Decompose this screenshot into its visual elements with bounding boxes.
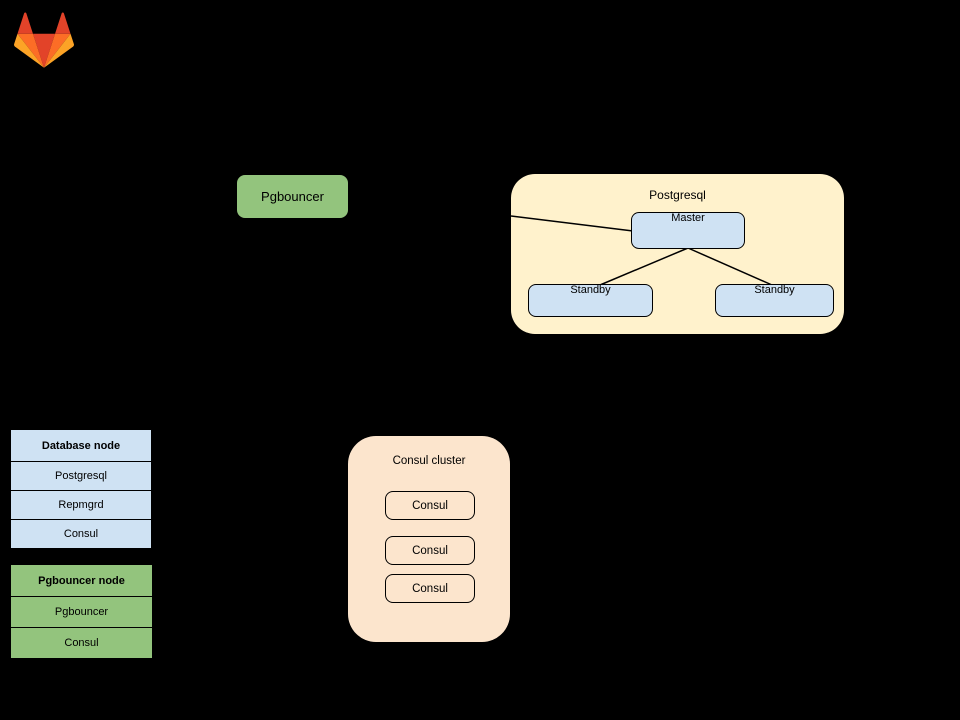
consul-node-1-label: Consul [412,499,448,512]
postgresql-cluster-title: Postgresql [649,188,706,202]
legend-pgbouncer-node-row: Pgbouncer [10,596,153,628]
pgbouncer-node: Pgbouncer [237,175,348,218]
standby-node-left: Standby [528,284,653,317]
legend-database-node-row: Consul [10,519,152,549]
legend-pgbouncer-node-row: Consul [10,627,153,659]
standby-node-right: Standby [715,284,834,317]
legend-database-node: Database node Postgresql Repmgrd Consul [10,429,152,549]
consul-node-3: Consul [385,574,475,603]
consul-node-3-label: Consul [412,582,448,595]
connector-pgbouncer-master [511,215,634,232]
connector-master-standby-right [687,247,773,286]
master-node: Master [631,212,745,249]
legend-database-node-header: Database node [10,429,152,462]
master-node-label: Master [671,212,705,224]
consul-node-2: Consul [385,536,475,565]
replication-connectors [511,215,773,286]
consul-node-1: Consul [385,491,475,520]
consul-cluster-title: Consul cluster [392,455,466,467]
standby-right-label: Standby [754,284,795,296]
pgbouncer-node-label: Pgbouncer [261,189,324,204]
legend-database-node-row: Postgresql [10,461,152,491]
gitlab-logo-icon [14,12,74,68]
legend-pgbouncer-node: Pgbouncer node Pgbouncer Consul [10,564,153,659]
standby-left-label: Standby [570,284,611,296]
consul-node-2-label: Consul [412,544,448,557]
legend-database-node-row: Repmgrd [10,490,152,520]
postgresql-cluster: Postgresql Master Standby Standby [511,174,844,334]
legend-pgbouncer-node-header: Pgbouncer node [10,564,153,597]
consul-cluster: Consul cluster Consul Consul Consul [348,436,510,642]
connector-master-standby-left [599,247,689,286]
